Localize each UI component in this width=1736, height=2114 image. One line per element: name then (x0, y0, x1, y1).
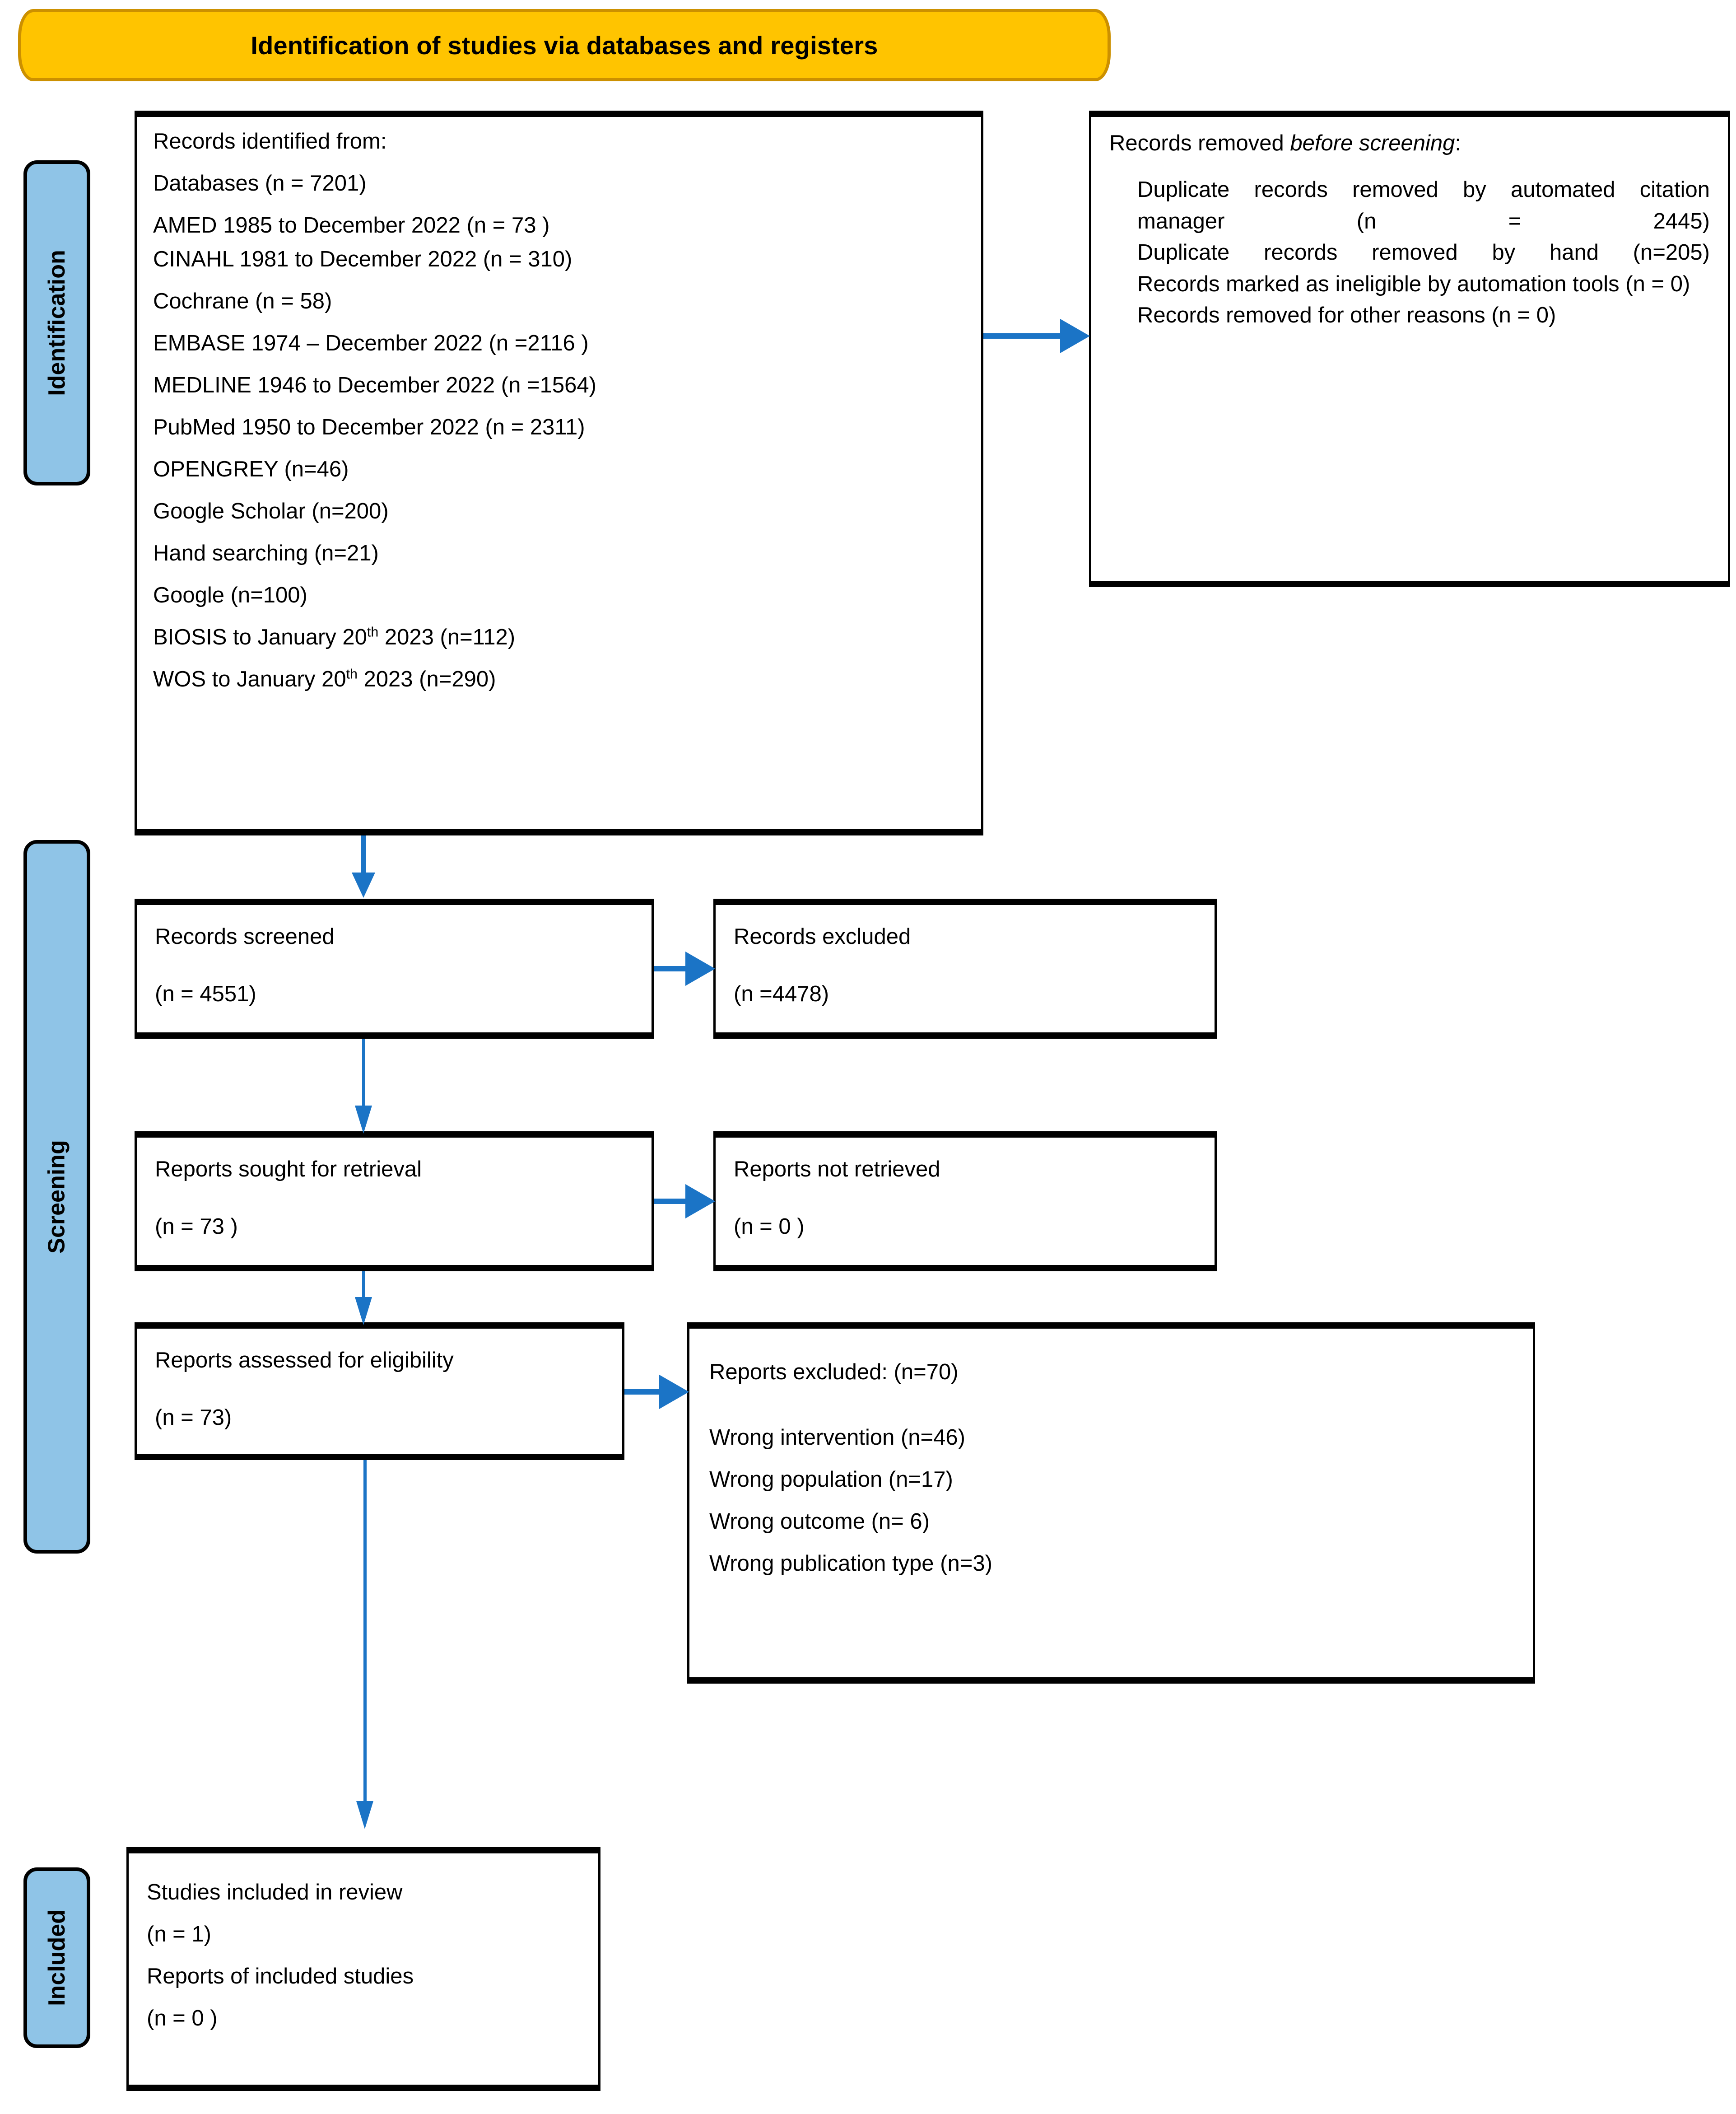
reports-excluded-reason: Wrong intervention (n=46) (709, 1425, 965, 1450)
records-identified-line: MEDLINE 1946 to December 2022 (n =1564) (153, 373, 596, 397)
reports-excluded-reason: Wrong publication type (n=3) (709, 1551, 992, 1576)
reports-excluded-heading: Reports excluded: (n=70) (709, 1360, 959, 1384)
arrowhead-sought-to-assessed (355, 1297, 372, 1325)
identification-banner: Identification of studies via databases … (18, 9, 1111, 81)
wos-prefix: WOS to January 20 (153, 667, 346, 691)
records-identified-line: OPENGREY (n=46) (153, 457, 349, 481)
biosis-suffix: 2023 (n=112) (378, 625, 516, 649)
records-screened-title: Records screened (155, 924, 335, 949)
reports-assessed-title: Reports assessed for eligibility (155, 1348, 454, 1372)
box-reports-sought-for-retrieval: Reports sought for retrieval (n = 73 ) (135, 1131, 654, 1271)
records-removed-heading-prefix: Records removed (1109, 131, 1290, 155)
records-identified-line: Databases (n = 7201) (153, 171, 367, 196)
connector-assessed-to-included (363, 1460, 367, 1803)
records-identified-line-biosis: BIOSIS to January 20th 2023 (n=112) (153, 624, 965, 649)
records-excluded-title: Records excluded (734, 924, 911, 949)
biosis-ordinal: th (367, 624, 379, 640)
records-removed-item: Records marked as ineligible by automati… (1137, 271, 1690, 296)
reports-of-included-studies-count: (n = 0 ) (147, 2006, 218, 2030)
records-removed-heading-italic: before screening (1290, 131, 1455, 155)
records-identified-heading: Records identified from: (153, 129, 387, 154)
phase-label-included: Included (23, 1867, 90, 2048)
records-excluded-count: (n =4478) (734, 982, 829, 1006)
reports-not-retrieved-title: Reports not retrieved (734, 1157, 940, 1181)
arrowhead-screened-to-sought (355, 1106, 372, 1134)
arrowhead-assessed-to-included (356, 1801, 373, 1829)
connector-identified-to-removed (983, 333, 1061, 339)
records-screened-count: (n = 4551) (155, 982, 256, 1006)
records-identified-line-wos: WOS to January 20th 2023 (n=290) (153, 666, 965, 691)
box-records-screened: Records screened (n = 4551) (135, 899, 654, 1039)
reports-of-included-studies-title: Reports of included studies (147, 1964, 414, 1988)
records-identified-line: PubMed 1950 to December 2022 (n = 2311) (153, 415, 585, 439)
reports-assessed-count: (n = 73) (155, 1405, 232, 1430)
phase-label-identification-text: Identification (44, 250, 70, 396)
records-removed-item: Records removed for other reasons (n = 0… (1137, 303, 1556, 328)
records-removed-item: Duplicate records removed by automated c… (1137, 177, 1710, 233)
wos-suffix: 2023 (n=290) (357, 667, 496, 691)
records-removed-heading-suffix: : (1455, 131, 1461, 155)
phase-label-included-text: Included (44, 1909, 70, 2006)
records-identified-line: Google Scholar (n=200) (153, 499, 389, 523)
biosis-prefix: BIOSIS to January 20 (153, 625, 367, 649)
wos-ordinal: th (346, 666, 358, 682)
reports-not-retrieved-count: (n = 0 ) (734, 1214, 805, 1239)
records-removed-heading: Records removed before screening: (1109, 132, 1710, 154)
arrowhead-sought-to-not-retrieved (685, 1184, 715, 1218)
records-identified-line: Hand searching (n=21) (153, 541, 379, 565)
reports-sought-title: Reports sought for retrieval (155, 1157, 422, 1181)
records-identified-line: CINAHL 1981 to December 2022 (n = 310) (153, 247, 572, 271)
reports-excluded-reason: Wrong outcome (n= 6) (709, 1509, 930, 1534)
reports-sought-count: (n = 73 ) (155, 1214, 238, 1239)
box-records-excluded: Records excluded (n =4478) (713, 899, 1217, 1039)
reports-excluded-reason: Wrong population (n=17) (709, 1467, 953, 1492)
box-reports-not-retrieved: Reports not retrieved (n = 0 ) (713, 1131, 1217, 1271)
arrowhead-identified-to-removed (1060, 319, 1090, 353)
studies-included-count: (n = 1) (147, 1922, 211, 1946)
box-reports-excluded: Reports excluded: (n=70) Wrong intervent… (687, 1322, 1535, 1684)
box-records-removed-before-screening: Records removed before screening: Duplic… (1089, 111, 1730, 587)
records-identified-line: EMBASE 1974 – December 2022 (n =2116 ) (153, 331, 589, 355)
phase-label-screening: Screening (23, 840, 90, 1554)
arrowhead-identified-to-screened (352, 873, 375, 898)
box-studies-included-in-review: Studies included in review (n = 1) Repor… (126, 1847, 600, 2091)
connector-identified-to-screened (361, 835, 366, 874)
phase-label-identification: Identification (23, 160, 90, 485)
records-identified-line: AMED 1985 to December 2022 (n = 73 ) (153, 213, 550, 238)
records-removed-item: Duplicate records removed by hand (n=205… (1137, 240, 1710, 265)
arrowhead-screened-to-excluded (685, 952, 715, 986)
arrowhead-assessed-to-reports-excluded (659, 1375, 689, 1409)
connector-screened-to-sought (362, 1039, 365, 1107)
connector-sought-to-assessed (362, 1271, 365, 1298)
box-records-identified: Records identified from: Databases (n = … (135, 111, 983, 835)
banner-title: Identification of studies via databases … (251, 31, 878, 60)
records-identified-line: Cochrane (n = 58) (153, 289, 332, 313)
phase-label-screening-text: Screening (44, 1140, 70, 1254)
records-identified-line: Google (n=100) (153, 583, 307, 607)
studies-included-title: Studies included in review (147, 1880, 403, 1904)
box-reports-assessed-for-eligibility: Reports assessed for eligibility (n = 73… (135, 1322, 624, 1460)
